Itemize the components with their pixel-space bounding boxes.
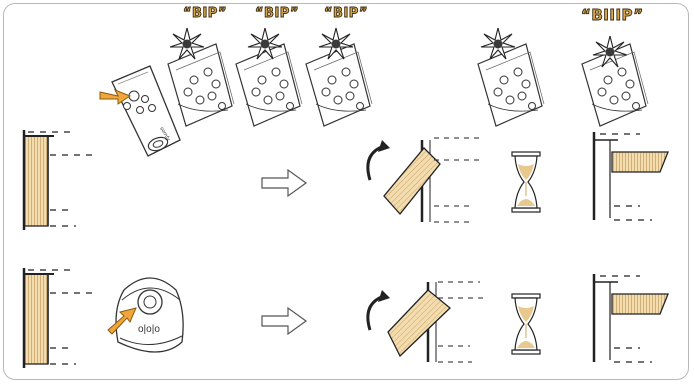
shutter-tilting-row2	[387, 281, 484, 363]
shutter-closed-row1	[22, 128, 96, 232]
remote-handset: somfy	[111, 65, 181, 157]
shutter-open-row1	[592, 132, 669, 221]
beep-label-1: “BIP”	[183, 6, 228, 22]
hourglass-row2	[511, 293, 541, 355]
beep-label-3: “BIP”	[324, 6, 369, 22]
beep-label-2: “BIP”	[255, 6, 300, 22]
long-beep-label: “BIIIP”	[581, 6, 644, 25]
press-arrow-top	[99, 89, 132, 105]
rotate-arrow-row2	[366, 288, 392, 332]
keypad-flash-2	[235, 27, 303, 127]
keypad-flash-5	[581, 35, 649, 127]
hourglass-row1	[511, 151, 541, 213]
rotate-arrow-row1	[366, 138, 392, 182]
keypad-flash-4	[477, 27, 545, 127]
svg-text:o|o|o: o|o|o	[138, 324, 160, 335]
diagram-frame	[3, 3, 689, 380]
press-arrow-bottom	[107, 307, 137, 335]
remote-fob: o|o|o	[115, 277, 184, 353]
keypad-flash-1	[167, 27, 235, 127]
shutter-open-row2	[592, 274, 669, 363]
right-arrow-row2	[261, 307, 307, 335]
shutter-closed-row2	[22, 266, 96, 370]
right-arrow-row1	[261, 169, 307, 197]
keypad-flash-3	[305, 27, 373, 127]
shutter-tilting-row1	[383, 137, 484, 223]
